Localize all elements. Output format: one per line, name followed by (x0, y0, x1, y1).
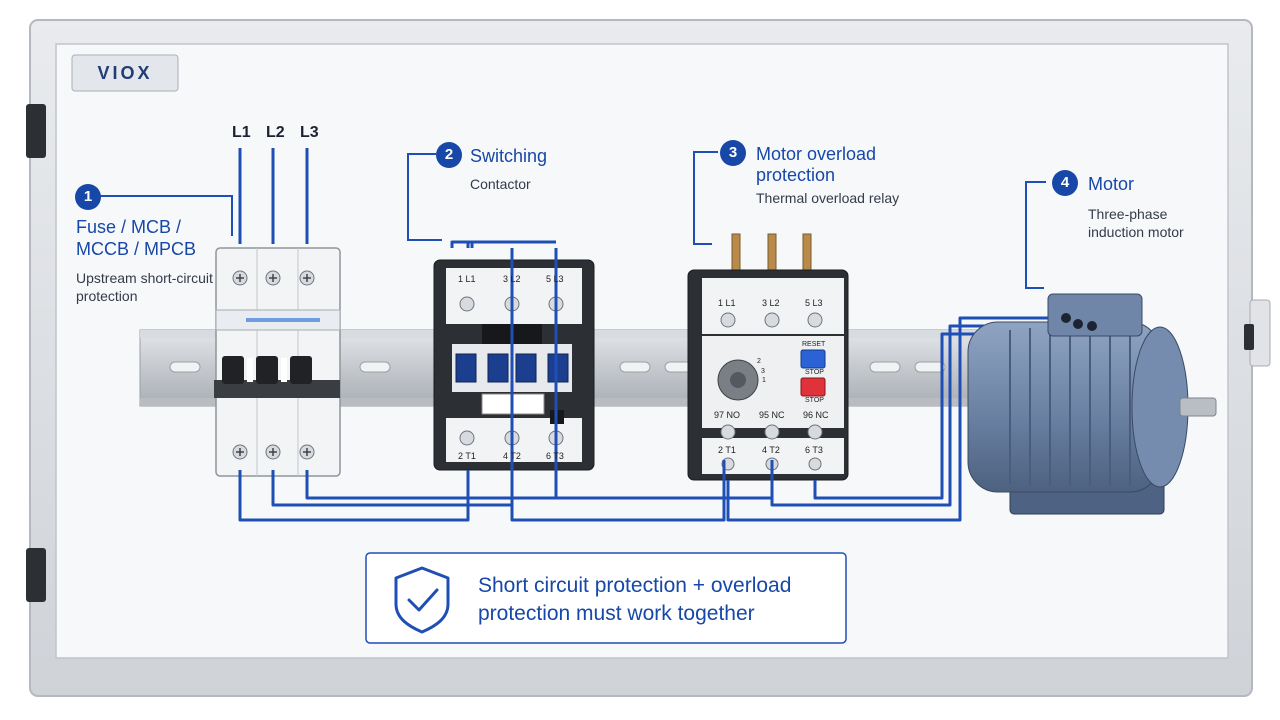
note-text: Short circuit protection + overload prot… (478, 574, 792, 625)
shield-check-icon (394, 566, 450, 634)
din-rail-slots (169, 361, 946, 373)
hinge-bottom (26, 548, 46, 602)
relay-terminal-6t3: 6 T3 (805, 445, 823, 455)
brand-logo: VIOX (97, 63, 153, 83)
supply-line-l2: L2 (266, 124, 285, 141)
step-2-desc: Contactor (470, 176, 531, 192)
latch-knob (1244, 324, 1254, 350)
note-box (365, 552, 847, 644)
contactor-terminal-5l3: 5 L3 (546, 274, 564, 284)
contactor-terminal-4t2: 4 T2 (503, 451, 521, 461)
step-1-title-line-1: Fuse / MCB / (76, 217, 182, 237)
step-4-title: Motor (1088, 174, 1135, 194)
connection-wires (238, 240, 1092, 522)
step-1-desc-line-1: Upstream short-circuit (76, 270, 213, 286)
relay-dial-mark-3: 3 (761, 368, 765, 375)
relay-aux-95nc: 95 NC (759, 410, 785, 420)
relay-aux-96nc: 96 NC (803, 410, 829, 420)
step-3-title-line-2: protection (756, 165, 836, 185)
contactor-terminal-6t3: 6 T3 (546, 451, 564, 461)
relay-aux-97no: 97 NO (714, 410, 741, 420)
contactor-terminal-2t1: 2 T1 (458, 451, 476, 461)
relay-reset-label: RESET (802, 341, 826, 348)
relay-terminal-3l2: 3 L2 (762, 298, 780, 308)
relay-stop-label: STOP (805, 369, 824, 376)
step-1-title-line-2: MCCB / MPCB (76, 239, 197, 259)
supply-line-l3: L3 (300, 124, 319, 141)
step-4-desc-line-2: induction motor (1088, 224, 1184, 240)
contactor-terminal-1l1: 1 L1 (458, 274, 476, 284)
relay-terminal-2t1: 2 T1 (718, 445, 736, 455)
step-1-desc-line-2: protection (76, 288, 138, 304)
callout-leaders (100, 151, 1046, 289)
step-3-desc: Thermal overload relay (756, 190, 900, 206)
relay-stop-label-2: STOP (805, 397, 824, 404)
relay-terminal-5l3: 5 L3 (805, 298, 823, 308)
step-4-desc-line-1: Three-phase (1088, 206, 1168, 222)
step-2-badge: 2 (436, 142, 462, 168)
overload-relay (687, 233, 849, 481)
motor (967, 293, 1217, 515)
brand-plate (71, 54, 179, 92)
hinge-top (26, 104, 46, 158)
step-3-title-line-1: Motor overload (756, 144, 877, 164)
supply-line-l1: L1 (232, 124, 251, 141)
step-3-badge: 3 (720, 140, 746, 166)
contactor (433, 259, 595, 471)
relay-terminal-1l1: 1 L1 (718, 298, 736, 308)
contactor-terminal-3l2: 3 L2 (503, 274, 521, 284)
relay-dial-mark-1: 1 (762, 377, 766, 384)
circuit-breaker (214, 247, 341, 477)
relay-dial-mark-2: 2 (757, 358, 761, 365)
supply-wires (238, 148, 309, 244)
step-2-title: Switching (470, 146, 548, 166)
step-1-badge: 1 (75, 184, 101, 210)
relay-terminal-4t2: 4 T2 (762, 445, 780, 455)
step-4-badge: 4 (1052, 170, 1078, 196)
